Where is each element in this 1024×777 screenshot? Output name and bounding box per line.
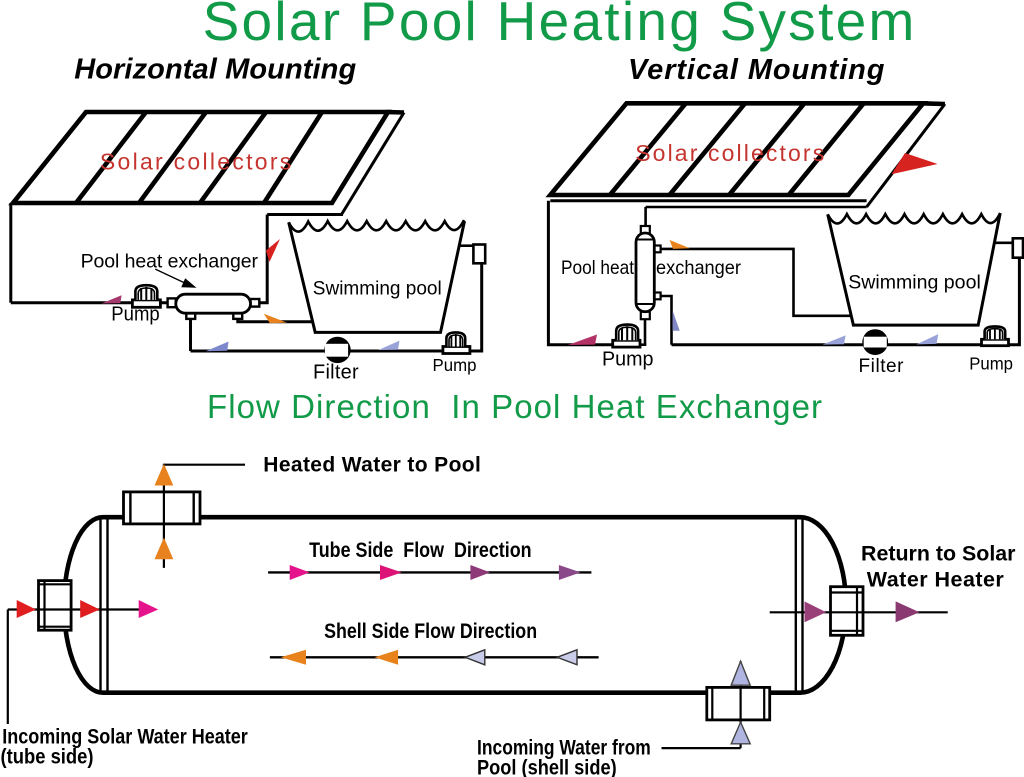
svg-text:Pool heat exchanger: Pool heat exchanger	[81, 251, 259, 273]
svg-text:Swimming pool: Swimming pool	[313, 278, 442, 300]
svg-text:Pump: Pump	[602, 349, 654, 371]
svg-text:Horizontal Mounting: Horizontal Mounting	[74, 53, 356, 85]
svg-text:Return to Solar: Return to Solar	[861, 542, 1016, 566]
svg-text:Flow Direction In Pool Heat E: Flow Direction In Pool Heat Exchanger	[207, 388, 822, 425]
svg-text:Solar collectors: Solar collectors	[100, 148, 291, 174]
svg-text:Heated Water to Pool: Heated Water to Pool	[263, 454, 481, 477]
svg-text:Incoming Water from: Incoming Water from	[477, 735, 651, 759]
svg-text:Pump: Pump	[111, 304, 159, 326]
svg-text:Water Heater: Water Heater	[867, 567, 1005, 591]
svg-text:Pool heat: Pool heat	[561, 257, 635, 279]
svg-text:Shell Side Flow Direction: Shell Side Flow Direction	[324, 619, 537, 643]
svg-text:Filter: Filter	[859, 356, 905, 377]
svg-text:Vertical Mounting: Vertical Mounting	[628, 54, 885, 86]
svg-text:Pump: Pump	[433, 355, 477, 375]
svg-text:Solar collectors: Solar collectors	[635, 140, 824, 166]
svg-text:Pool (shell side): Pool (shell side)	[477, 756, 617, 777]
svg-text:Pump: Pump	[969, 354, 1013, 374]
svg-text:exchanger: exchanger	[656, 257, 741, 279]
svg-text:Tube Side Flow Direction: Tube Side Flow Direction	[309, 538, 531, 562]
svg-text:Solar Pool Heating System: Solar Pool Heating System	[203, 0, 915, 52]
svg-text:Incoming Solar Water Heater: Incoming Solar Water Heater	[2, 724, 248, 748]
svg-text:Swimming pool: Swimming pool	[848, 272, 981, 294]
svg-text:(tube side): (tube side)	[1, 745, 94, 769]
svg-text:Filter: Filter	[313, 361, 359, 383]
